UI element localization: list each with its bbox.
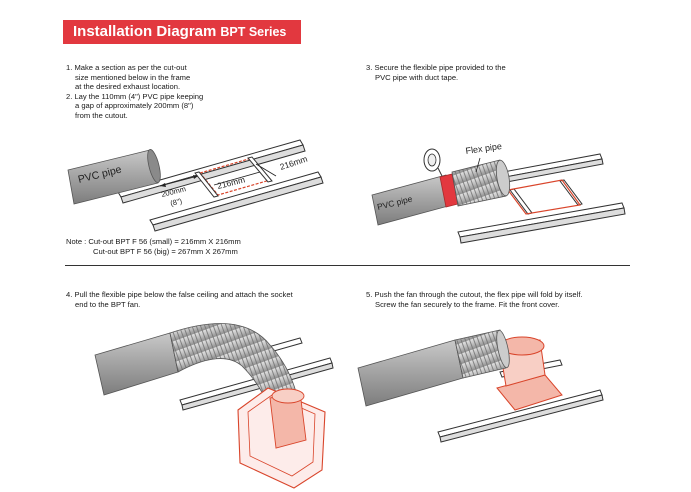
frame-crossbars — [194, 156, 273, 198]
steps-right: 3. Secure the flexible pipe provided to … — [366, 63, 506, 82]
flex-pipe — [454, 329, 507, 379]
step-line: PVC pipe with duct tape. — [375, 72, 459, 82]
dim-arrow-216 — [213, 171, 261, 186]
panel-step4 — [94, 323, 334, 489]
step-line: 5. Push the fan through the cutout, the … — [366, 290, 583, 299]
pvc-pipe — [357, 339, 464, 407]
cutout-outline — [506, 179, 582, 215]
bpt-fan-installed — [496, 336, 563, 411]
dim-216-a-label: 216mm — [216, 174, 246, 191]
step-line: from the cutout. — [75, 110, 128, 120]
flex-pointer — [475, 157, 481, 173]
steps-left: 1. Make a section as per the cut-out siz… — [66, 63, 203, 121]
pvc-pipe — [67, 149, 161, 205]
panel-step3: PVC pipe Flex pipe — [371, 141, 626, 244]
title-series: BPT Series — [220, 25, 287, 39]
step-line: a gap of approximately 200mm (8") — [75, 101, 194, 111]
panel-step5 — [357, 329, 604, 443]
frame-rails — [117, 139, 324, 232]
step-line: 2. Lay the 110mm (4") PVC pipe keeping — [66, 91, 204, 101]
dim-arrow-200 — [159, 175, 199, 187]
section-divider — [65, 265, 630, 266]
step5-text: 5. Push the fan through the cutout, the … — [366, 290, 583, 309]
step-line: at the desired exhaust location. — [75, 82, 181, 92]
step-line: 3. Secure the flexible pipe provided to … — [366, 63, 506, 72]
step-line: 4. Pull the flexible pipe below the fals… — [66, 290, 293, 299]
arrow-head-icon — [193, 175, 198, 179]
dim-8in-label: (8") — [169, 196, 183, 208]
step-line: size mentioned below in the frame — [75, 72, 191, 82]
title-banner: Installation Diagram BPT Series — [63, 20, 301, 44]
pvc-pipe — [94, 332, 179, 396]
step-line: 1. Make a section as per the cut-out — [66, 63, 187, 72]
duct-tape-roll-icon — [423, 148, 447, 185]
step-line: Screw the fan securely to the frame. Fit… — [375, 299, 560, 309]
cutout-note: Note : Cut-out BPT F 56 (small) = 216mm … — [66, 237, 241, 257]
title-main: Installation Diagram — [73, 23, 217, 40]
flex-pipe-label: Flex pipe — [465, 141, 503, 156]
note-line: Cut-out BPT F 56 (big) = 267mm X 267mm — [93, 247, 238, 256]
bpt-fan — [237, 387, 326, 489]
note-line: Note : Cut-out BPT F 56 (small) = 216mm … — [66, 237, 241, 246]
step4-text: 4. Pull the flexible pipe below the fals… — [66, 290, 293, 309]
frame-rails — [437, 359, 604, 443]
dim-arrow-216b — [255, 163, 277, 177]
panel-step1-2: PVC pipe 200mm (8") 216mm 216mm — [67, 139, 324, 232]
arrow-head-icon — [160, 183, 166, 187]
step-line: end to the BPT fan. — [75, 299, 141, 309]
